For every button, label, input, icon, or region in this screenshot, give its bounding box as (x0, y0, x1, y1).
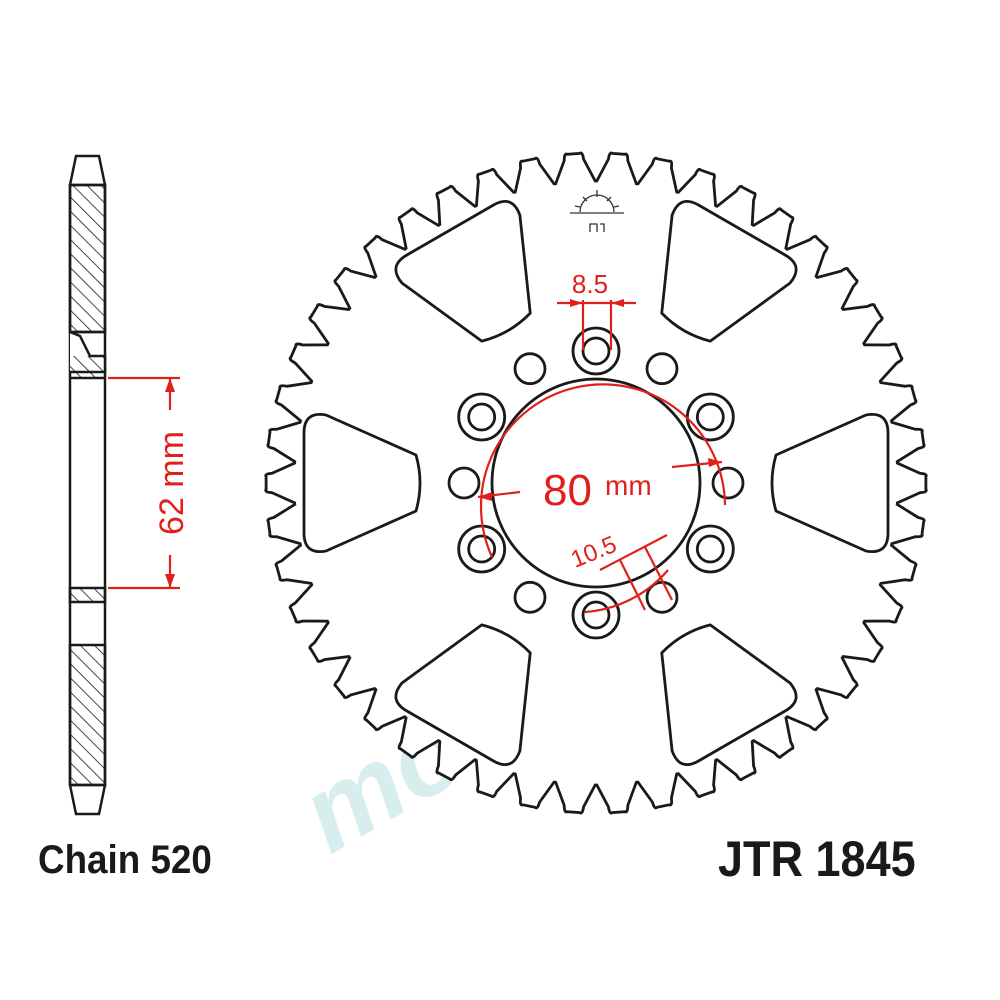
lightening-window (394, 623, 532, 767)
bolt-hole (581, 336, 611, 366)
bolt-hole (513, 352, 547, 386)
bolt-hole (467, 534, 497, 564)
lightening-window (394, 199, 532, 343)
counterbore-ring (571, 590, 621, 640)
sprocket-teeth-outline (264, 151, 928, 815)
bolt-hole (695, 402, 725, 432)
sprocket-face (264, 151, 928, 815)
pcd-unit-label: mm (605, 470, 652, 501)
part-number-label: JTR 1845 (718, 831, 916, 887)
bolt-hole (581, 600, 611, 630)
side-profile (68, 154, 107, 816)
lightening-window (660, 199, 798, 343)
pcd-value-label: 80 (543, 466, 592, 515)
counterbore-ring (571, 326, 621, 376)
lightening-window (302, 413, 422, 553)
chain-label: Chain 520 (38, 838, 212, 882)
bolt-hole (513, 580, 547, 614)
bolt-hole-label: 8.5 (572, 269, 608, 299)
hub-diameter-label: 62 mm (153, 431, 191, 535)
counterbore-ring (685, 524, 735, 574)
counterbore-ring (457, 392, 507, 442)
bolt-hole (711, 466, 745, 500)
bolt-hole (695, 534, 725, 564)
bolt-hole (645, 352, 679, 386)
dimension-lines (108, 299, 727, 614)
bolt-hole (447, 466, 481, 500)
lightening-window (660, 623, 798, 767)
lightening-window (770, 413, 890, 553)
center-bore (490, 377, 702, 589)
jt-logo-icon (570, 190, 624, 232)
bolt-hole (467, 402, 497, 432)
